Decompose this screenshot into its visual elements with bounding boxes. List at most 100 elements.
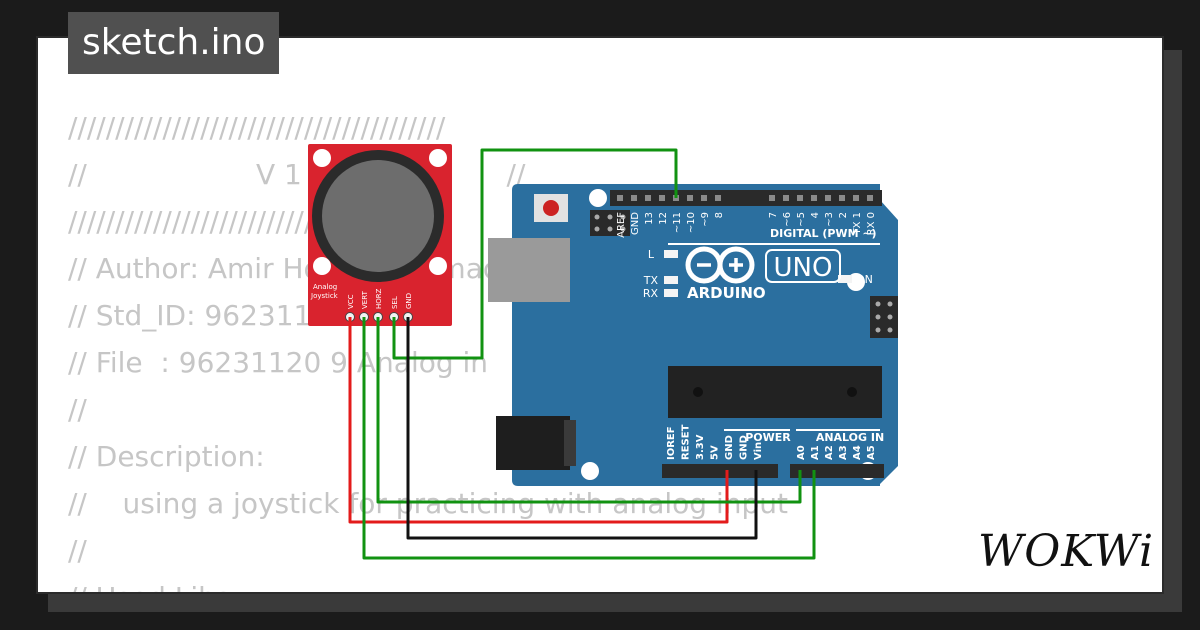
reset-button[interactable] [543, 200, 559, 216]
arduino-logo-icon [685, 246, 755, 284]
code-editor-text: ////////////////////////////////////////… [68, 104, 788, 592]
digital-pin-label: 8 [714, 212, 725, 218]
sketch-filename-tab[interactable]: sketch.ino [68, 12, 280, 74]
code-line: // Used Libs: [68, 574, 788, 592]
wires [348, 148, 816, 560]
icsp-header-top [590, 210, 630, 236]
digital-pin-hole[interactable] [715, 195, 721, 201]
digital-pwm-label: DIGITAL (PWM ~) [770, 227, 877, 240]
status-leds: L TX RX ON [643, 248, 873, 300]
analog-pin-header [790, 464, 884, 478]
joystick-mount-hole [429, 257, 447, 275]
joystick-pin-label: GND [405, 293, 413, 309]
power-pin-label: 3.3V [695, 434, 706, 460]
digital-pin-hole[interactable] [853, 195, 859, 201]
code-line: // File : 96231120 9 Analog in [68, 346, 489, 379]
digital-pin-label: ~5 [796, 212, 807, 227]
digital-pin-hole[interactable] [825, 195, 831, 201]
digital-pin-header [610, 190, 882, 206]
wire-sel-to-pin13 [392, 148, 678, 360]
digital-pin-label: ~10 [686, 212, 697, 233]
digital-pin-label: 7 [768, 212, 779, 218]
joystick-mount-hole [313, 257, 331, 275]
digital-pin-hole[interactable] [687, 195, 693, 201]
digital-pin-hole[interactable] [839, 195, 845, 201]
atmega-chip [668, 366, 882, 418]
digital-pin-hole[interactable] [783, 195, 789, 201]
digital-pin-label: TX 1 [852, 212, 863, 236]
digital-pin-label: ~9 [700, 212, 711, 227]
digital-pin-label: GND [630, 212, 641, 235]
icsp-header-right [870, 296, 898, 338]
digital-pin-label: 4 [810, 212, 821, 218]
digital-pin-hole[interactable] [797, 195, 803, 201]
power-pin-label: 5V [710, 445, 721, 460]
code-line: // [68, 534, 87, 567]
mounting-hole [589, 189, 607, 207]
power-pin-label: GND [724, 435, 735, 460]
power-pin-label: GND [739, 435, 750, 460]
digital-pin-label: AREF [616, 212, 627, 238]
analog-pin-label: A5 [866, 445, 877, 460]
joystick-label-line1: Analog [313, 283, 337, 291]
digital-pin-label: ~3 [824, 212, 835, 227]
joystick-pin-label: VERT [361, 290, 369, 309]
joystick-pin-label: HORZ [375, 288, 383, 309]
code-line: //////////////////////////////////////// [68, 111, 446, 144]
uno-model-box [765, 249, 841, 283]
analog-pin-label: A3 [838, 445, 849, 460]
joystick-pin-label: VCC [347, 294, 355, 309]
code-line: // [68, 393, 87, 426]
led-label-tx: TX [643, 274, 659, 287]
analog-joystick-module[interactable]: Analog Joystick VCC VERT HORZ SEL GND [308, 144, 452, 326]
joystick-knob[interactable] [322, 160, 434, 272]
wokwi-logo-text: WOKWi [978, 526, 1154, 577]
analog-section-label: ANALOG IN [816, 431, 884, 444]
arduino-brand-text: ARDUINO [687, 284, 766, 302]
digital-pin-label: 2 [838, 212, 849, 218]
digital-pin-hole[interactable] [701, 195, 707, 201]
power-pin-label: RESET [681, 424, 692, 460]
digital-pin-label: ~6 [782, 212, 793, 227]
digital-pin-hole[interactable] [769, 195, 775, 201]
analog-pin-label: A2 [824, 445, 835, 460]
uno-model-text: UNO [774, 253, 833, 283]
power-jack [496, 416, 576, 470]
analog-pin-label: A1 [810, 445, 821, 460]
digital-pin-hole[interactable] [659, 195, 665, 201]
joystick-mount-hole [313, 149, 331, 167]
joystick-label-line2: Joystick [310, 292, 339, 300]
led-label-l: L [648, 248, 655, 261]
power-section-label: POWER [745, 431, 791, 444]
code-line: // V 1 // [68, 158, 526, 191]
wire-gnd-to-gnd [406, 317, 758, 540]
analog-pin-label: A4 [852, 445, 863, 460]
digital-pin-label: RX 0 [866, 212, 877, 235]
digital-pin-label: ~11 [672, 212, 683, 233]
joystick-pin-label: SEL [391, 296, 399, 309]
joystick-mount-hole [429, 149, 447, 167]
usb-port [488, 238, 570, 302]
wire-vert-to-a1 [362, 317, 816, 560]
on-led-label: ON [856, 273, 873, 286]
digital-pin-label: 13 [644, 212, 655, 225]
analog-pin-label: A0 [796, 445, 807, 460]
digital-pin-hole[interactable] [645, 195, 651, 201]
digital-pin-hole[interactable] [631, 195, 637, 201]
digital-pin-label: 12 [658, 212, 669, 225]
led-label-rx: RX [643, 287, 659, 300]
code-line: // Description: [68, 440, 265, 473]
wire-vcc-to-5v [348, 317, 729, 524]
digital-pin-hole[interactable] [867, 195, 873, 201]
wire-horz-to-a0 [376, 317, 802, 504]
digital-pin-hole[interactable] [811, 195, 817, 201]
mounting-hole [581, 462, 599, 480]
power-pin-label: IOREF [666, 426, 677, 460]
power-pin-label: Vin [753, 442, 764, 460]
power-pin-header [662, 464, 778, 478]
wokwi-logo[interactable]: WOKWi [974, 522, 1154, 578]
digital-pin-hole[interactable] [617, 195, 623, 201]
